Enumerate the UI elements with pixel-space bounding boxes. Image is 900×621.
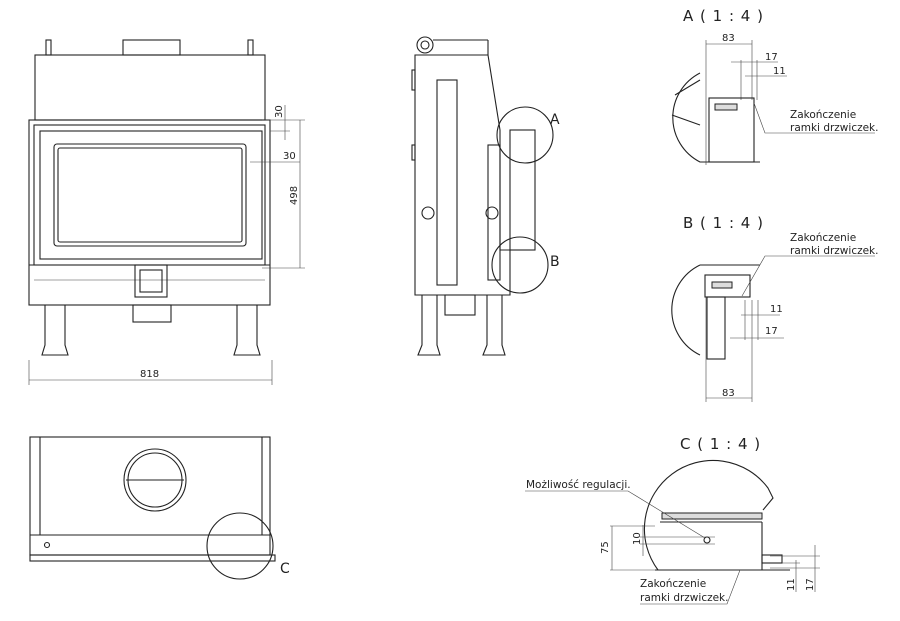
detail-c-title: C ( 1 : 4 ) [680, 435, 761, 453]
detail-a-title: A ( 1 : 4 ) [683, 7, 764, 25]
detail-b-marker: B [550, 254, 560, 270]
detail-b-note-line1: Zakończenie [790, 232, 856, 244]
detail-c-dim-75: 75 [600, 541, 611, 554]
dim-818-label: 818 [140, 369, 159, 380]
dim-498-label: 498 [289, 186, 300, 205]
detail-b-drawing [671, 255, 875, 402]
detail-a-drawing [671, 40, 875, 165]
side-view [411, 36, 554, 356]
top-view [29, 436, 276, 580]
detail-c-drawing [525, 459, 820, 605]
detail-a-dim-83: 83 [722, 33, 735, 44]
detail-c-dim-17: 17 [805, 578, 816, 591]
front-view [28, 39, 305, 385]
detail-b-title: B ( 1 : 4 ) [683, 214, 764, 232]
detail-c-dim-10: 10 [632, 532, 643, 545]
detail-c-adjust-note: Możliwość regulacji. [526, 479, 631, 491]
detail-b-dim-11: 11 [770, 304, 783, 315]
detail-c-dim-11: 11 [786, 578, 797, 591]
detail-a-dim-17: 17 [765, 52, 778, 63]
detail-a-marker: A [550, 112, 560, 128]
detail-c-note-line1: Zakończenie [640, 578, 706, 590]
detail-b-dim-83: 83 [722, 388, 735, 399]
dim-30-top-label: 30 [274, 105, 285, 118]
dim-30-side-label: 30 [283, 151, 296, 162]
detail-a-note-line1: Zakończenie [790, 109, 856, 121]
detail-c-note-line2: ramki drzwiczek. [640, 592, 728, 604]
detail-b-dim-17: 17 [765, 326, 778, 337]
detail-b-note-line2: ramki drzwiczek. [790, 245, 878, 257]
detail-a-note-line2: ramki drzwiczek. [790, 122, 878, 134]
detail-a-dim-11: 11 [773, 66, 786, 77]
detail-c-marker: C [280, 561, 290, 577]
